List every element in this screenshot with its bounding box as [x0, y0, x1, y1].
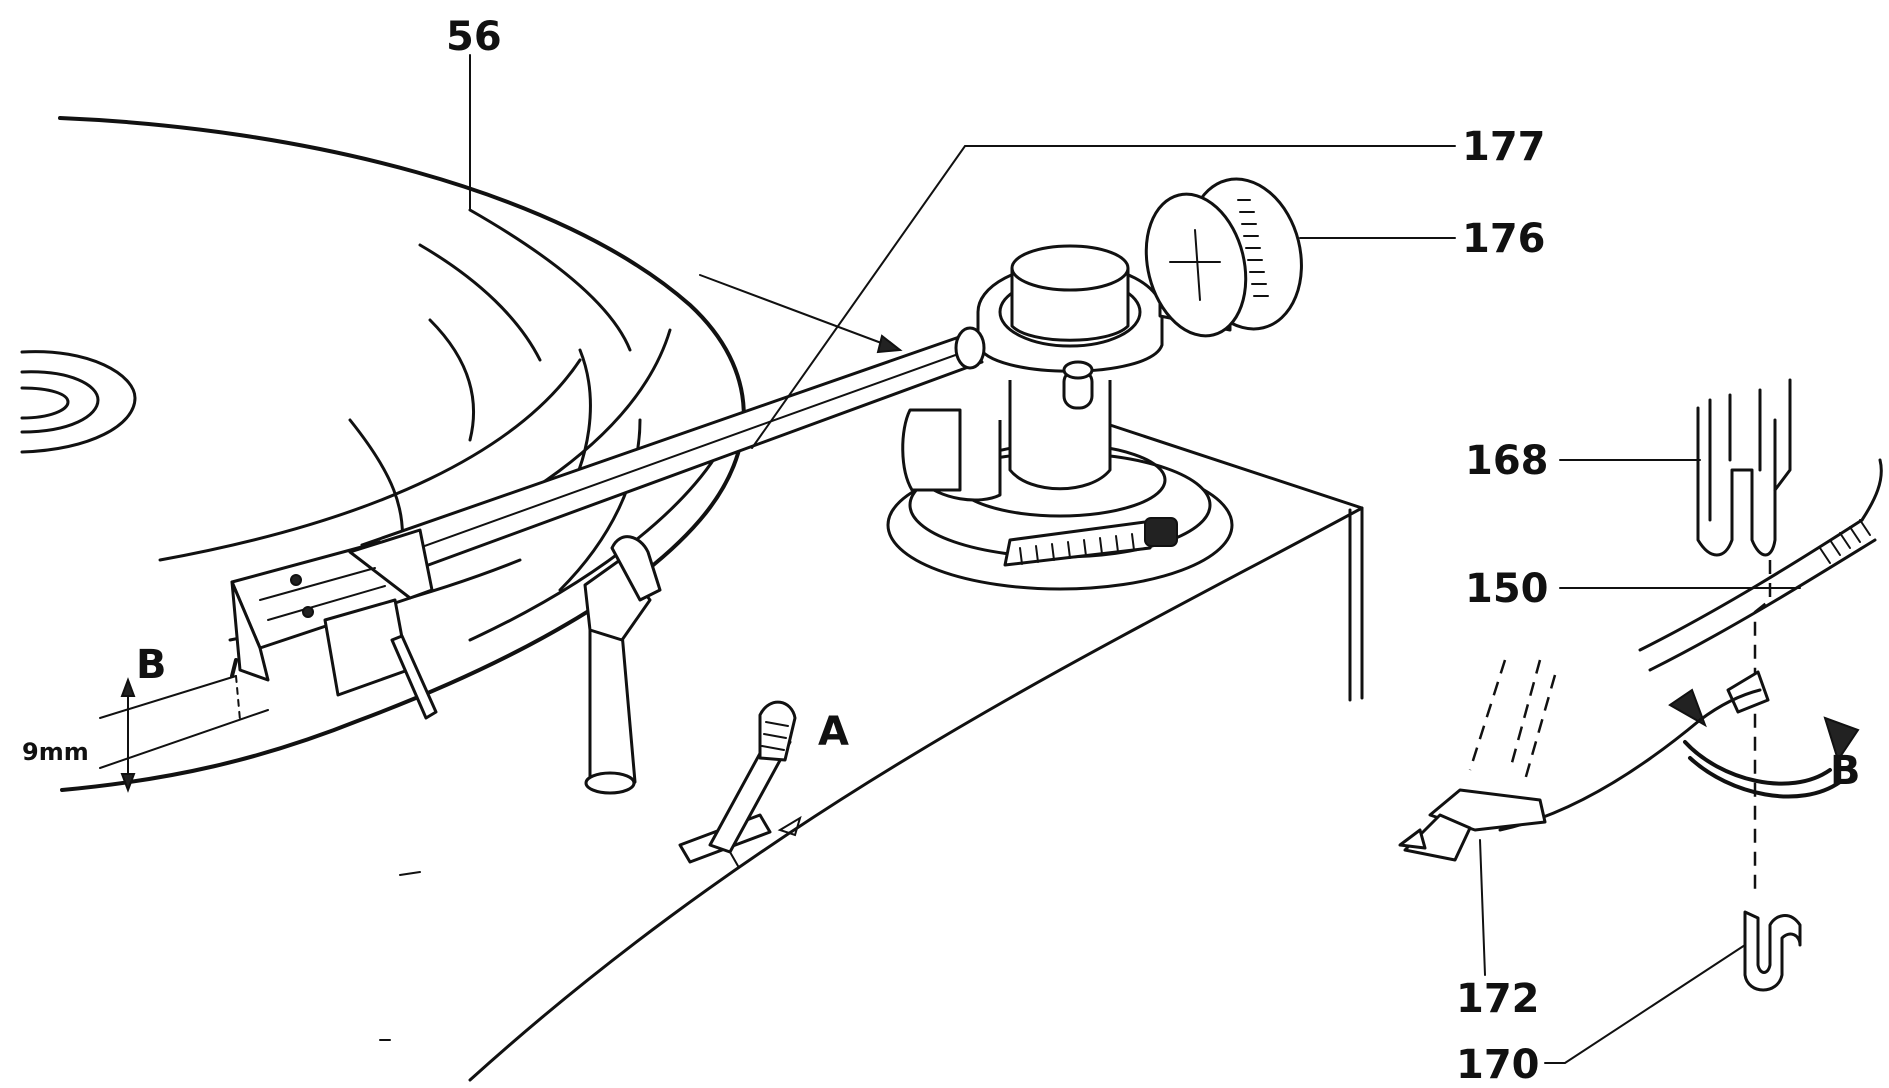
- headshell: [230, 528, 438, 720]
- label-172: 172: [1456, 976, 1540, 1022]
- label-height-b: B: [136, 642, 167, 688]
- label-170: 170: [1456, 1042, 1540, 1088]
- leader-lines: [469, 54, 1801, 1064]
- height-dimension: [99, 675, 269, 793]
- label-platter: 56: [446, 14, 502, 60]
- counterweight: [1144, 177, 1303, 338]
- cue-lever: [678, 700, 802, 867]
- label-direction-b: B: [1830, 748, 1861, 794]
- tonearm-base: [886, 380, 1234, 591]
- tonearm-tube: [360, 326, 986, 584]
- label-arm-tube: 177: [1462, 124, 1546, 170]
- label-168: 168: [1465, 438, 1549, 484]
- detail-assembly: [1398, 378, 1883, 992]
- label-counterweight: 176: [1462, 216, 1546, 262]
- label-cue-lever-a: A: [818, 709, 849, 755]
- tonearm-gimbal: [976, 244, 1164, 410]
- callout-labels: 56 177 176 168 150 172 170 A B 9mm B: [22, 14, 1861, 1088]
- arm-rest: [583, 535, 662, 795]
- plinth: [379, 423, 1364, 1082]
- label-height-value: 9mm: [22, 738, 89, 766]
- label-150: 150: [1465, 566, 1549, 612]
